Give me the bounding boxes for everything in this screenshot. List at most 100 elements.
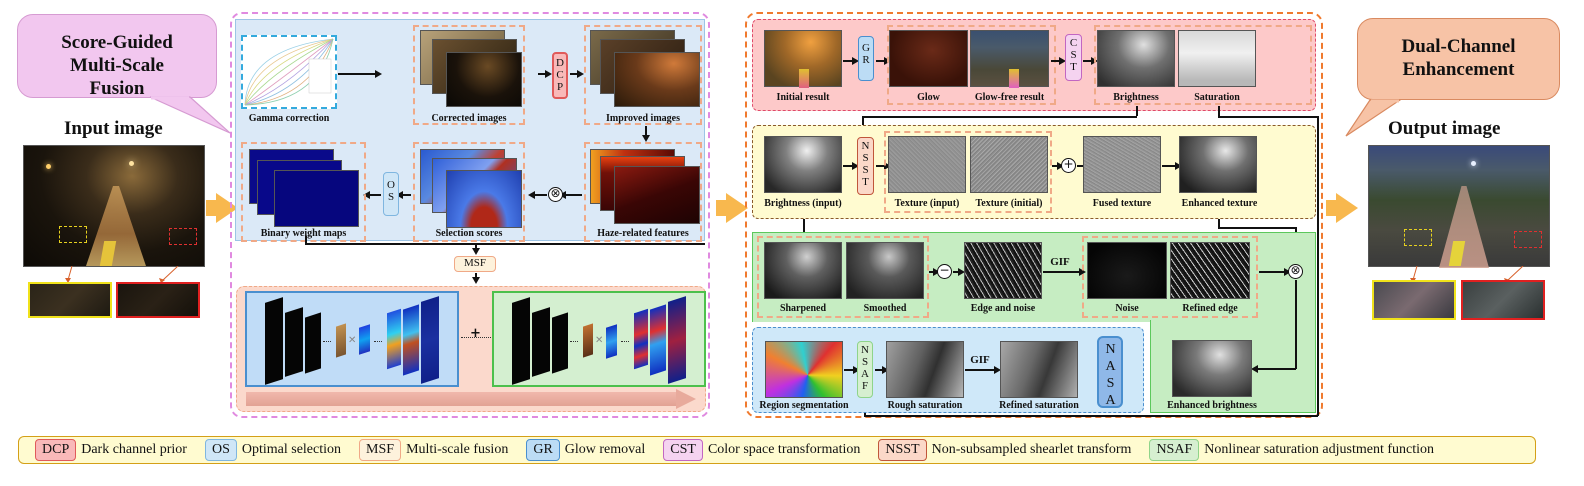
gr-text: GR <box>860 42 872 66</box>
brightness-label: Brightness <box>1113 92 1159 103</box>
legend-tag: NSST <box>878 439 927 461</box>
arrow-selection-to-os <box>396 191 411 198</box>
arrow-texture-to-plus <box>1052 162 1064 169</box>
glow-label: Glow <box>917 92 940 103</box>
noise-image <box>1087 242 1167 299</box>
arrow-rough-to-refined <box>965 366 1001 373</box>
network-plus-operator: + <box>470 326 481 341</box>
legend-tag: CST <box>663 439 703 461</box>
connector-brightness-nsst-h <box>862 116 1137 118</box>
network-branch-green: ✕ <box>492 291 706 387</box>
gamma-chart-frame <box>241 35 337 109</box>
multiply-operator-row3: ⊗ <box>1288 264 1303 279</box>
arrow-msf-to-network <box>472 273 479 284</box>
corrected-group <box>413 25 525 125</box>
network-flow-arrow-head <box>676 389 696 409</box>
texture-input-image <box>888 136 966 193</box>
network-branch-blue: ✕ <box>245 291 459 387</box>
sharpened-image <box>764 242 842 299</box>
callout-left-text: Score-Guided Multi-Scale Fusion <box>61 32 173 99</box>
texture-input-label: Texture (input) <box>894 198 960 209</box>
arrow-initial-to-gr <box>843 57 859 64</box>
output-image <box>1368 145 1550 268</box>
improved-label: Improved images <box>606 113 680 124</box>
legend-item-gr: GR Glow removal <box>526 439 645 461</box>
selection-label: Selection scores <box>435 228 503 239</box>
callout-right-tail <box>1345 99 1402 137</box>
connector-binary-msf-h <box>305 243 705 245</box>
input-crop-yellow <box>28 282 112 318</box>
refined-edge-image <box>1170 242 1250 299</box>
flow-arrow-3-icon <box>1336 193 1358 223</box>
corrected-label: Corrected images <box>431 113 507 124</box>
arrow-to-enhanced-brightness <box>1251 365 1296 372</box>
glow-free-image <box>970 30 1049 88</box>
legend-text: Glow removal <box>564 442 646 457</box>
corrected-image-front <box>446 52 522 107</box>
fused-texture-image <box>1083 136 1161 193</box>
connector-enhanced-texture-h <box>1218 227 1296 229</box>
arrow-glowfree-to-cst <box>1051 57 1066 64</box>
arrow-to-msf <box>472 244 479 255</box>
enhanced-texture-label: Enhanced texture <box>1181 198 1258 209</box>
cst-text: CST <box>1067 37 1080 73</box>
connector-saturation-v <box>1218 106 1220 116</box>
smoothed-label: Smoothed <box>863 303 907 314</box>
cst-tag: CST <box>1065 34 1082 81</box>
noise-edge-group <box>1082 236 1258 318</box>
glow-group <box>887 25 1056 105</box>
legend-tag: NSAF <box>1149 439 1200 461</box>
enhanced-brightness-label: Enhanced brightness <box>1167 400 1257 411</box>
legend-text: Non-subsampled shearlet transform <box>931 442 1132 457</box>
arrow-dcp-to-improved <box>570 70 584 77</box>
callout-score-guided-fusion: Score-Guided Multi-Scale Fusion <box>17 14 217 99</box>
legend-tag: GR <box>526 439 560 461</box>
os-tag: OS <box>383 172 399 216</box>
nasa-tag: NASA <box>1097 336 1123 410</box>
fusion-panel <box>230 12 710 418</box>
rough-saturation-label: Rough saturation <box>887 400 963 411</box>
network-plus-connector <box>461 337 491 338</box>
saturation-image <box>1178 30 1256 87</box>
region-segmentation-label: Region segmentation <box>759 400 849 411</box>
enhancement-panel <box>745 12 1323 418</box>
arrow-refined-to-multiply <box>1259 268 1291 275</box>
edge-noise-image <box>964 242 1042 299</box>
plus-operator: + <box>1061 158 1076 173</box>
os-text: OS <box>385 179 397 203</box>
texture-initial-label: Texture (initial) <box>975 198 1043 209</box>
sharp-smooth-group <box>757 236 929 318</box>
refined-saturation-image <box>1000 341 1078 398</box>
arrow-improved-to-haze <box>642 126 649 142</box>
legend-text: Optimal selection <box>241 442 342 457</box>
flow-arrow-1-icon <box>216 193 238 223</box>
msf-tag: MSF <box>454 256 496 272</box>
gamma-label: Gamma correction <box>248 113 330 124</box>
fused-texture-label: Fused texture <box>1092 198 1152 209</box>
improved-image-front <box>614 52 700 107</box>
arrow-cst-to-brightness <box>1083 57 1098 64</box>
nsst-tag: NSST <box>857 137 874 195</box>
arrow-to-dcp <box>538 70 552 77</box>
rough-saturation-image <box>886 341 964 398</box>
connector-enhanced-texture-v <box>1218 219 1220 227</box>
initial-result-image <box>764 30 842 88</box>
flow-arrow-2-icon <box>726 193 748 223</box>
dcp-tag: DCP <box>552 52 568 99</box>
haze-image-front <box>614 166 700 224</box>
noise-label: Noise <box>1115 303 1139 314</box>
arrow-region-to-nsaf <box>844 366 860 373</box>
connector-saturation-bottom <box>864 415 1318 417</box>
msf-text: MSF <box>463 257 487 269</box>
smoothed-image <box>846 242 924 299</box>
flow-arrow-1-stem <box>206 200 218 216</box>
legend-tag: MSF <box>359 439 402 461</box>
refined-saturation-label: Refined saturation <box>999 400 1079 411</box>
legend-text: Multi-scale fusion <box>406 442 509 457</box>
input-image-title: Input image <box>64 118 163 139</box>
callout-right-text: Dual-Channel Enhancement <box>1401 36 1516 80</box>
